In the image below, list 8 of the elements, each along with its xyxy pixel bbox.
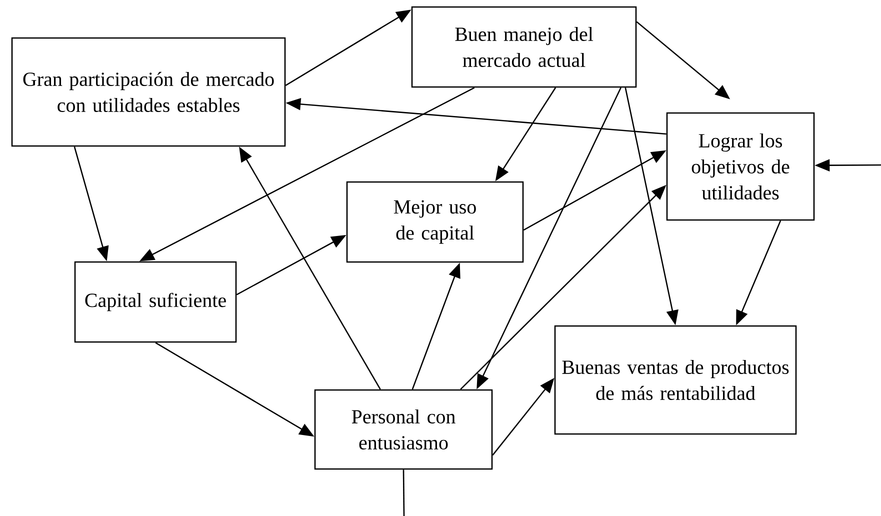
process-box: Buenas ventas de productos de más rentabilidad [554, 325, 797, 435]
process-box: Mejor uso de capital [346, 181, 524, 263]
process-box: Personal con entusiasmo [314, 389, 493, 470]
process-box: Buen manejo del mercado actual [411, 6, 637, 88]
process-box: Gran participación de mercado con utilidades estables [11, 37, 286, 147]
connector-line [402, 470, 405, 516]
process-box: Capital suficiente [74, 261, 237, 343]
process-box: Lograr los objetivos de utilidades [666, 112, 815, 221]
